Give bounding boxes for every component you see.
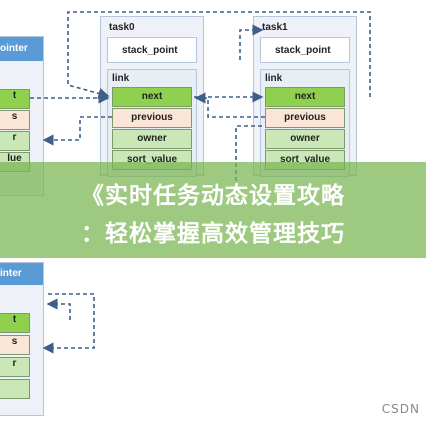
left-bottom-cell-3-text: r (12, 358, 17, 369)
task1-stack-point-label: stack_point (275, 45, 331, 56)
arrow-task1-right-to-left (235, 125, 262, 188)
arrow-bottom-loop-in (46, 298, 71, 320)
task1-sort-value-label: sort_value (279, 154, 331, 165)
left-bottom-cell-2: s (0, 335, 30, 355)
left-bottom-cell-1-text: t (12, 314, 17, 325)
task0-stack-point: stack_point (107, 37, 197, 63)
left-top-cell-1: t (0, 89, 30, 109)
left-bottom-cell-4 (0, 379, 30, 399)
task1-next-label: next (294, 91, 316, 102)
banner-line-1: 《实时任务动态设置攻略 (81, 183, 345, 209)
task1-previous-label: previous (284, 112, 326, 123)
left-bottom-cell-2-text: s (11, 336, 18, 347)
task0-link-label: link (112, 73, 130, 84)
left-bottom-cell-1: t (0, 313, 30, 333)
arrow-bottom-loop-out (42, 293, 95, 354)
task0-title: task0 (109, 22, 135, 33)
arrow-task0-prev-to-left (42, 116, 112, 146)
left-top-cell-3-text: r (12, 132, 17, 143)
title-banner: 《实时任务动态设置攻略 ：轻松掌握高效管理技巧 (0, 162, 426, 258)
task0-owner-cell: owner (112, 129, 192, 149)
task1-link-label: link (265, 73, 283, 84)
task0-previous-label: previous (131, 112, 173, 123)
left-top-cell-2: s (0, 110, 30, 130)
task1-title: task1 (262, 22, 288, 33)
task0-owner-label: owner (137, 133, 167, 144)
task0-next-label: next (141, 91, 163, 102)
left-panel-bottom: inter t s r (0, 262, 44, 416)
left-top-cell-2-text: s (11, 111, 18, 122)
left-bottom-cell-3: r (0, 357, 30, 377)
task1-owner-cell: owner (265, 129, 345, 149)
task0-next-cell: next (112, 87, 192, 107)
arrow-task1-to-loop (239, 24, 264, 60)
left-panel-top-header-text: ointer (0, 43, 28, 54)
task0-sort-value-label: sort_value (126, 154, 178, 165)
task1-previous-cell: previous (265, 108, 345, 128)
left-panel-bottom-header-text: inter (0, 268, 22, 279)
left-top-cell-3: r (0, 131, 30, 151)
left-panel-bottom-header (0, 263, 43, 285)
arrow-task1-prev-to-task0 (194, 92, 265, 118)
banner-line-2: ：轻松掌握高效管理技巧 (81, 221, 345, 247)
left-top-cell-4-text: lue (7, 153, 22, 164)
loop-arrow-top (67, 11, 371, 99)
left-top-cell-1-text: t (12, 90, 17, 101)
task1-next-cell: next (265, 87, 345, 107)
task1-stack-point: stack_point (260, 37, 350, 63)
task0-previous-cell: previous (112, 108, 192, 128)
task0-stack-point-label: stack_point (122, 45, 178, 56)
csdn-watermark: CSDN (381, 402, 420, 416)
left-panel-top-header (0, 37, 43, 61)
task1-owner-label: owner (290, 133, 320, 144)
